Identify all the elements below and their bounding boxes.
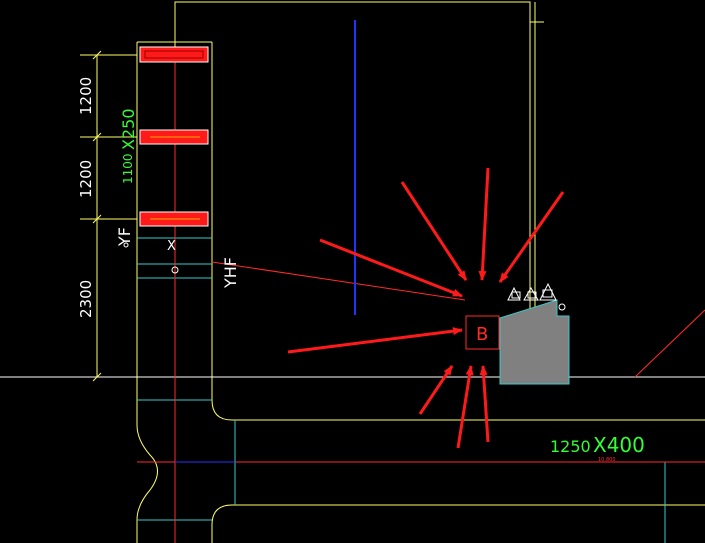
duct-outline bbox=[137, 237, 666, 543]
tray-elevation-label: 1100 bbox=[121, 153, 135, 184]
shaft-node bbox=[171, 266, 179, 274]
red-arrow-icon bbox=[287, 167, 565, 449]
duct-size-label: X400 bbox=[593, 433, 645, 457]
vertical-shaft bbox=[136, 41, 705, 543]
dim-top-span: 1200 bbox=[77, 77, 95, 115]
dim-middle-span: 1200 bbox=[77, 160, 95, 198]
cable-tray-1[interactable] bbox=[139, 46, 209, 63]
equipment-block[interactable] bbox=[499, 299, 570, 385]
vertical-tag-yf: YF bbox=[115, 227, 134, 247]
cable-tray-3[interactable] bbox=[139, 211, 209, 227]
cable-tray-2[interactable] bbox=[139, 129, 209, 145]
dimension-lines bbox=[80, 50, 137, 382]
valve-icon bbox=[507, 282, 566, 311]
red-centerlines bbox=[137, 60, 705, 543]
small-x-mark: X bbox=[167, 239, 176, 254]
dim-bottom-span: 2300 bbox=[77, 280, 95, 318]
vertical-tag-yhf: YHF bbox=[221, 257, 240, 289]
marker-letter: B bbox=[476, 324, 488, 345]
marker-box-b[interactable]: B bbox=[465, 315, 500, 350]
tray-size-label: X250 bbox=[119, 109, 138, 151]
tag-node bbox=[123, 242, 129, 248]
duct-elevation-label: 10.800 bbox=[598, 457, 616, 463]
duct-width-label: 1250 bbox=[550, 437, 591, 456]
